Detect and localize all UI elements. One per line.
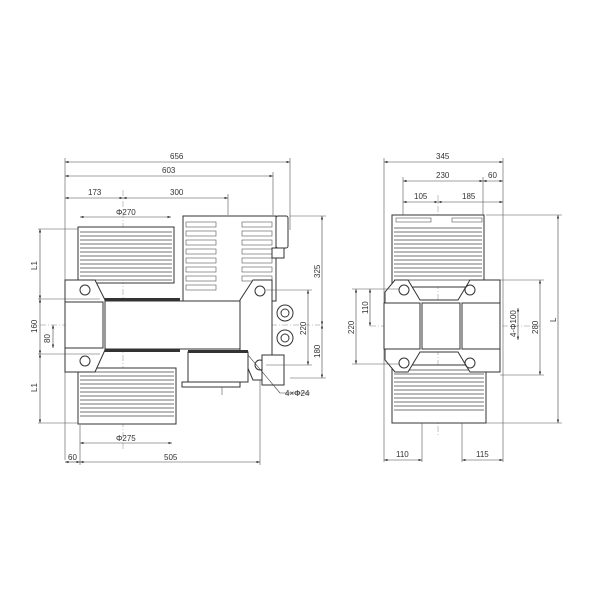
- dim-656-label: 656: [170, 152, 184, 161]
- dim-dia275-label: Φ275: [116, 434, 136, 443]
- dim-dia270: Φ270: [80, 208, 171, 219]
- dim-dia270-label: Φ270: [116, 208, 136, 217]
- dim-L1-lower: L1: [30, 383, 39, 392]
- dim-L: L: [549, 317, 558, 322]
- dim-185: 185: [462, 192, 476, 201]
- dim-603-label: 603: [162, 166, 176, 175]
- front-view: 656 603 173 300 Φ270: [30, 152, 326, 465]
- bottom-dims: Φ275 60 505: [65, 380, 261, 465]
- dim-4-dia100: 4-Φ100: [509, 310, 518, 337]
- terminal-box: [275, 215, 289, 249]
- dim-230: 230: [436, 171, 450, 180]
- dim-603: 603: [65, 166, 274, 215]
- dim-115-bottom: 115: [476, 450, 489, 459]
- right-vertical-dims: 325 220 180: [266, 215, 326, 379]
- dim-80: 80: [43, 334, 52, 343]
- left-bracket: [64, 279, 106, 373]
- dim-345: 345: [436, 152, 450, 161]
- dim-L1-upper: L1: [30, 261, 39, 270]
- dim-60-side: 60: [488, 171, 497, 180]
- dim-173-300: 173 300: [65, 188, 229, 215]
- dim-300-label: 300: [170, 188, 184, 197]
- left-vertical-dims: L1 160 80 L1: [30, 228, 100, 424]
- shaft: [99, 300, 246, 350]
- dim-180: 180: [313, 344, 322, 358]
- brake-assembly: [181, 350, 285, 395]
- dim-220-front: 220: [299, 321, 308, 335]
- dim-105: 105: [414, 192, 428, 201]
- hole-callout: 4×Φ24: [247, 354, 310, 398]
- dim-110-bottom: 110: [396, 450, 409, 459]
- dim-60-bottom: 60: [68, 453, 77, 462]
- side-view: 345 230 60 105 185: [347, 152, 562, 462]
- hole-callout-label: 4×Φ24: [285, 389, 310, 398]
- dim-505: 505: [164, 453, 178, 462]
- dim-280: 280: [531, 320, 540, 334]
- dim-220-side: 220: [347, 320, 356, 334]
- dim-325: 325: [313, 264, 322, 278]
- lower-drum: [77, 349, 180, 425]
- upper-drum: [77, 226, 180, 301]
- dim-173-label: 173: [88, 188, 102, 197]
- dim-160: 160: [30, 319, 39, 333]
- dim-110-side: 110: [361, 301, 370, 314]
